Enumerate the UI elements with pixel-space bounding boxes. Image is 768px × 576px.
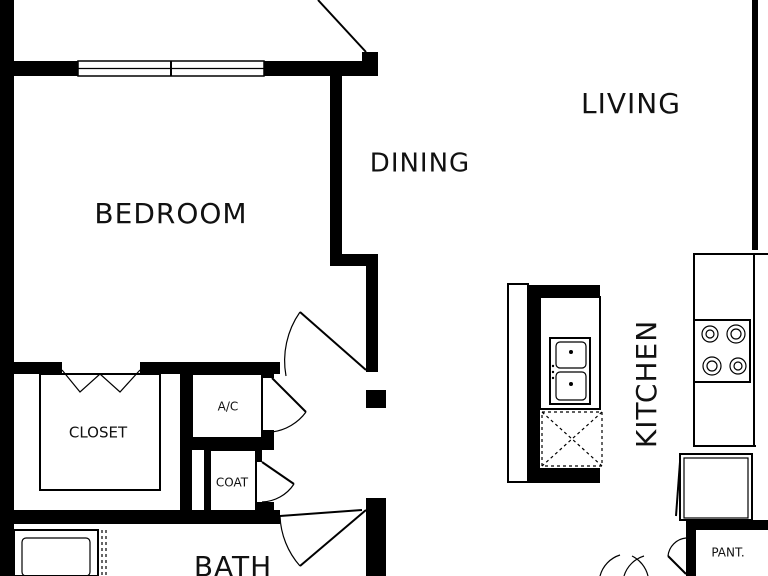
closet-bifold-door [61,369,141,393]
closet-label: CLOSET [69,424,128,442]
ac-label: A/C [218,400,239,414]
bedroom-label: BEDROOM [94,197,247,230]
coat-door [261,461,295,503]
kitchen-island [507,283,603,483]
bedroom-door [284,311,367,377]
bath-door [279,509,367,567]
dishwasher-icon [541,411,603,467]
pantry-door [667,537,687,575]
kitchen-label: KITCHEN [630,320,663,448]
window-top [77,60,265,77]
ac-outline [191,373,263,439]
ac-door [271,377,307,433]
bathtub-icon [13,529,107,576]
living-label: LIVING [581,87,681,120]
sink-icon [549,337,591,405]
bath-label: BATH [194,550,272,576]
kitchen-counter [675,253,768,521]
refrigerator-icon [675,453,753,521]
closet-outline [39,373,161,491]
entry-door-swing [317,0,378,72]
dining-label: DINING [370,149,470,179]
coat-label: COAT [216,476,249,490]
coat-outline [209,449,257,517]
bottom-doors [599,554,649,576]
pantry-label: PANT. [711,546,744,560]
stove-icon [693,319,751,383]
